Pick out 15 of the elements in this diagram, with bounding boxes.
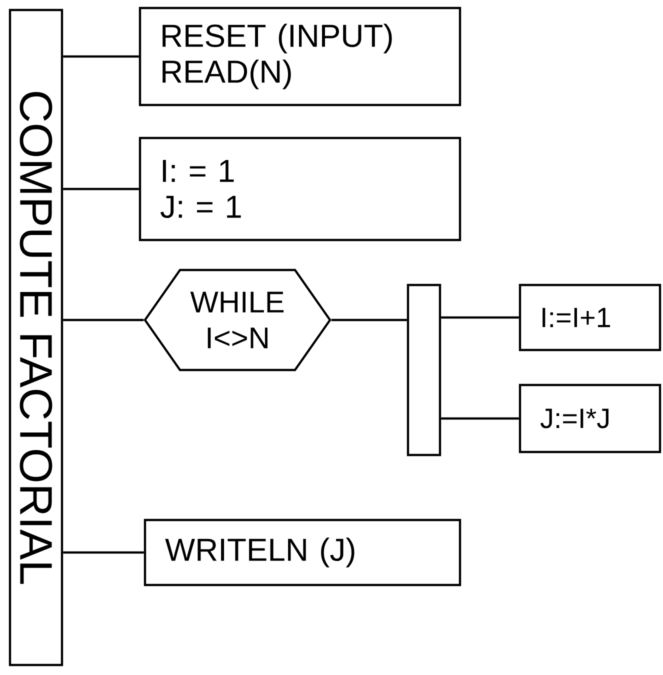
connector-line: [63, 318, 144, 322]
connector-line: [441, 417, 519, 420]
statement-box: J:=I*J: [518, 384, 662, 454]
title-bar: COMPUTE FACTORIAL: [8, 8, 64, 666]
connector-line: [63, 551, 144, 554]
connector-line: [63, 55, 139, 58]
connector-line: [441, 316, 519, 319]
connector-line: [63, 188, 139, 190]
loop-hexagon: WHILE I<>N: [144, 268, 332, 372]
statement-box: RESET (INPUT) READ(N): [138, 6, 462, 106]
block-bar: [406, 284, 442, 456]
statement-box: WRITELN (J): [144, 518, 462, 586]
assignment-box: I: = 1 J: = 1: [138, 136, 462, 242]
statement-box: I:=I+1: [518, 284, 662, 352]
connector-line: [331, 318, 407, 322]
